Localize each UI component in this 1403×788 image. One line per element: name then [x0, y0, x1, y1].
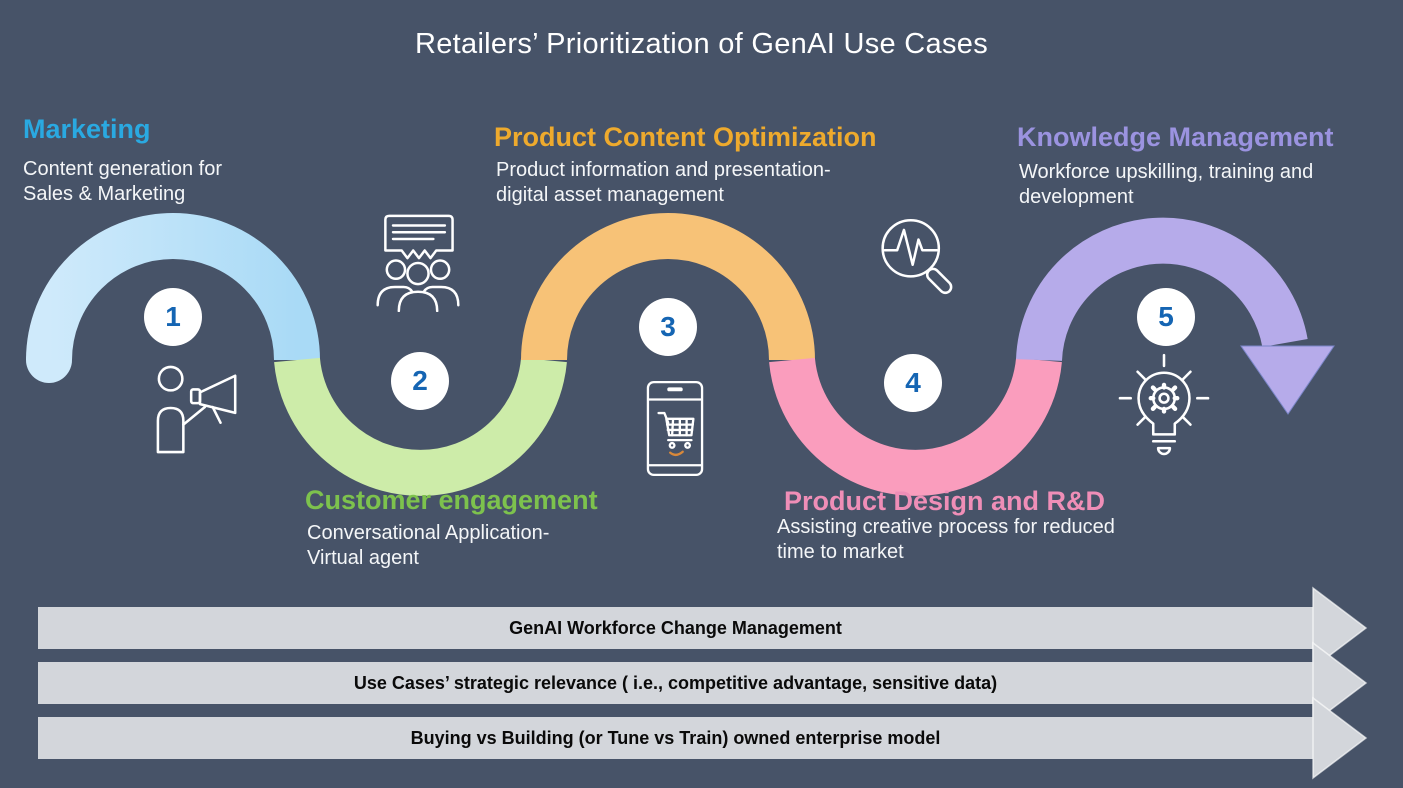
stage-desc-product-content: Product information and presentation- di…: [496, 159, 831, 206]
step-number: 4: [905, 367, 921, 398]
wave-segment-product-design: [769, 357, 1062, 496]
step-circle-5: 5: [1137, 288, 1195, 346]
stage-desc-marketing: Content generation for Sales & Marketing: [23, 158, 223, 205]
banner-arrow-1: [38, 586, 1368, 670]
step-circle-1: 1: [144, 288, 202, 346]
stage-title-product-content: Product Content Optimization: [494, 122, 877, 152]
step-circle-4: 4: [884, 354, 942, 412]
step-circle-3: 3: [639, 298, 697, 356]
banner-label-buy-vs-build: Buying vs Building (or Tune vs Train) ow…: [410, 728, 941, 748]
chat-group-icon: [376, 214, 460, 312]
wave-segment-customer-engagement: [274, 357, 567, 496]
banner-label-change-management: GenAI Workforce Change Management: [509, 618, 842, 638]
stage-desc-customer-engagement: Conversational Application- Virtual agen…: [307, 522, 550, 569]
step-number: 5: [1158, 301, 1174, 332]
stage-title-knowledge: Knowledge Management: [1017, 122, 1334, 152]
wave-end-arrow-icon: [1240, 345, 1335, 415]
step-circle-2: 2: [391, 352, 449, 410]
megaphone-person-icon: [156, 365, 237, 454]
step-number: 1: [165, 301, 181, 332]
stage-desc-knowledge: Workforce upskilling, training and devel…: [1019, 161, 1314, 208]
banner-arrow-3: [38, 696, 1368, 780]
magnifier-pulse-icon: [881, 218, 953, 295]
stage-desc-product-design: Assisting creative process for reduced t…: [777, 516, 1115, 563]
lightbulb-gear-icon: [1118, 353, 1210, 456]
step-number: 3: [660, 311, 676, 342]
stage-title-product-design: Product Design and R&D: [784, 486, 1106, 516]
banner-arrow-2: [38, 641, 1368, 725]
mobile-shopping-cart-icon: [646, 380, 704, 477]
wave-segment-marketing: [26, 213, 320, 361]
wave-segment-knowledge: [1016, 217, 1308, 362]
page-title: Retailers’ Prioritization of GenAI Use C…: [414, 28, 988, 60]
stage-title-customer-engagement: Customer engagement: [305, 485, 598, 515]
step-number: 2: [412, 365, 428, 396]
wave-segment-product-content: [521, 213, 815, 361]
banner-label-strategic-relevance: Use Cases’ strategic relevance ( i.e., c…: [353, 673, 998, 693]
wave-path-graphic: [26, 213, 1335, 496]
stage-title-marketing: Marketing: [23, 114, 151, 144]
